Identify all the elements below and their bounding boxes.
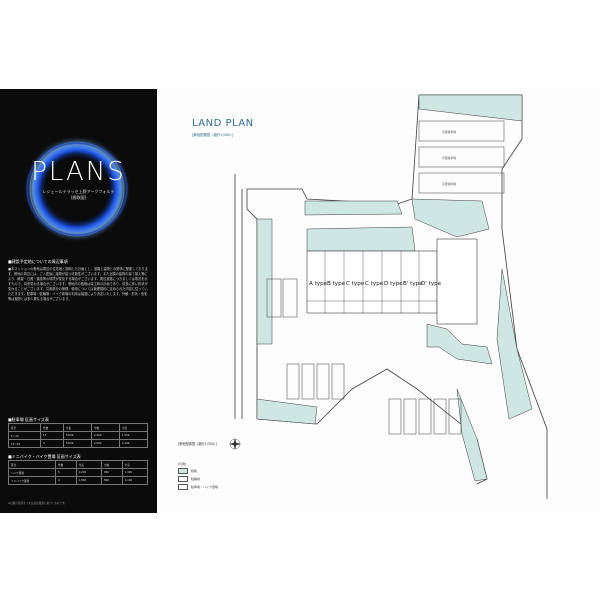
unit-label-d: D type: [384, 281, 403, 287]
site-boundary-south: [256, 368, 488, 485]
bike-table-cell: 1,300: [121, 468, 149, 477]
bike-table-cell: バイク置場: [8, 468, 56, 477]
planting-area-south: [426, 323, 493, 365]
legend-item-planting: 植栽: [178, 468, 218, 474]
section-heading: ■建設予定地についての周辺事項: [8, 259, 68, 264]
land-plan-subtitle: [敷地配置図（縮尺1/300）]: [192, 133, 234, 137]
parking-table-cell: 1〜13: [8, 431, 41, 440]
planting-area-ne: [411, 198, 490, 238]
parking-table-cell: 2,500: [90, 439, 120, 448]
plans-subtitle: レジェールテラッセ上野アークフォルテ: [42, 189, 115, 194]
unit-label-b: B type: [327, 281, 346, 287]
bike-table-cell: ミニバイク置場: [8, 476, 56, 485]
legend-item-parking: 駐車場・バイク置場: [178, 484, 218, 490]
parking-table-cell: 台数: [39, 423, 64, 432]
bike-table-cell: 全幅: [100, 460, 123, 469]
legend: [凡例] 植栽 駐輪場 駐車場・バイク置場: [178, 462, 218, 492]
svg-text:平置駐車場: 平置駐車場: [442, 182, 456, 186]
svg-text:平置駐車場: 平置駐車場: [442, 156, 456, 160]
body-text: ■本マンションの敷地は周辺の住宅地と調和した計画とし、道路と建物との関係に配慮し…: [8, 267, 148, 301]
bike-table-cell: 2,200: [75, 468, 102, 477]
planting-area-north: [418, 94, 523, 122]
parking-table-cell: 5,000: [62, 439, 92, 448]
map-caption: [敷地配置図（縮尺1/300）]: [178, 442, 217, 446]
parking-table-cell: 2,300: [90, 431, 120, 440]
planting-area-east: [496, 268, 533, 420]
land-plan-title: LAND PLAN: [192, 118, 254, 129]
bike-table-cell: 5: [54, 468, 77, 477]
planting-area-sw: [256, 398, 318, 425]
left-panel: PLANS レジェールテラッセ上野アークフォルテ [間取図] ■建設予定地につい…: [0, 89, 157, 513]
bike-table-cell: 全高: [121, 460, 149, 469]
parking-table-cell: 3: [39, 439, 64, 448]
unit-label-b-prime: B' type: [403, 281, 423, 287]
footnote: ※記載の区画サイズは設計図書に基づくものです。: [8, 502, 67, 505]
bike-table-cell: 800: [100, 476, 123, 485]
bike-table-cell: 全長: [75, 460, 102, 469]
bike-table-cell: 4: [54, 476, 77, 485]
bike-table-row: 区分台数全長全幅全高: [8, 460, 149, 469]
planting-area-west: [256, 218, 273, 345]
bike-table-cell: 台数: [54, 460, 77, 469]
ring-graphic-icon: [23, 135, 131, 243]
bicycle-swatch: [178, 476, 188, 482]
bike-table-cell: 1,800: [75, 476, 102, 485]
parking-table-row: 区分台数全長全幅全高: [8, 423, 149, 432]
planting-swatch: [178, 468, 188, 474]
svg-text:平置駐車場: 平置駐車場: [442, 130, 456, 134]
plans-subtitle-2: [間取図]: [70, 195, 87, 200]
unit-label-c1: C type: [346, 281, 365, 287]
parking-table-cell: 全長: [62, 423, 92, 432]
unit-label-d-prime: D' type: [421, 281, 442, 287]
planting-area-se: [456, 388, 488, 482]
unit-label-c2: C type: [365, 281, 384, 287]
parking-table-cell: 区分: [8, 423, 41, 432]
parking-swatch: [178, 484, 188, 490]
parking-table-cell: 2,100: [118, 439, 149, 448]
legend-item-bicycle: 駐輪場: [178, 476, 218, 482]
bike-table-cell: 1,100: [121, 476, 149, 485]
site-plan-drawing: 平置駐車場 平置駐車場 平置駐車場 A type B type C type C…: [229, 94, 548, 499]
unit-label-a: A type: [309, 281, 328, 287]
north-arrow-icon: [229, 438, 241, 450]
table2-heading: ■ミニバイク・バイク置場 区画サイズ表: [8, 454, 81, 459]
bike-table-cell: 900: [100, 468, 123, 477]
parking-table-cell: 13: [39, 431, 64, 440]
parking-table-cell: 14〜16: [8, 439, 41, 448]
planting-area-mid: [304, 200, 403, 216]
site-boundary-west: [246, 94, 420, 419]
legend-heading: [凡例]: [178, 462, 187, 466]
plans-title: PLANS: [31, 157, 126, 187]
planting-area-building-top: [306, 226, 416, 252]
parking-table-cell: 1,550: [118, 431, 149, 440]
table1-heading: ■駐車場 区画サイズ表: [8, 417, 49, 422]
parking-table-cell: 5,000: [62, 431, 92, 440]
parking-table-cell: 全高: [118, 423, 149, 432]
bike-table-cell: 区分: [8, 460, 56, 469]
parking-table-cell: 全幅: [90, 423, 120, 432]
